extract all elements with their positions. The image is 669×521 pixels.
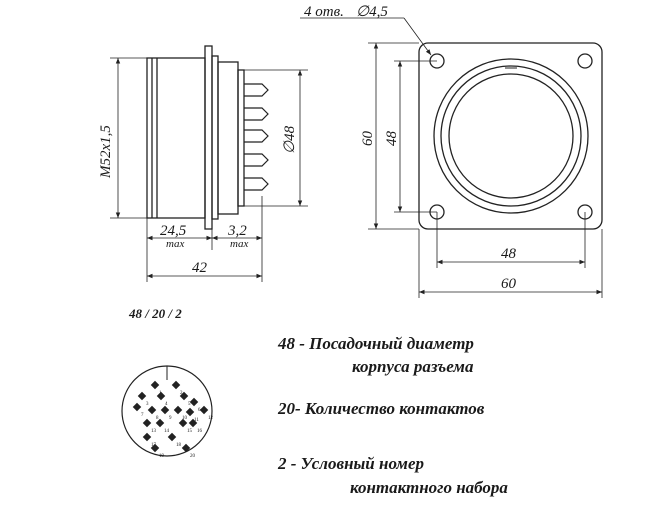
- holes-count-label: 4 отв.: [304, 4, 344, 20]
- legend-1-line2: корпуса разъема: [352, 357, 474, 376]
- legend-1-line1: Посадочный диаметр: [308, 334, 474, 353]
- contact-pin: [173, 405, 183, 415]
- contact-pin: [155, 418, 165, 428]
- contact-pin: [142, 432, 152, 442]
- contact-pin: [147, 405, 157, 415]
- contact-number: 11: [194, 418, 199, 423]
- outer-ring: [433, 58, 589, 214]
- legend-3-dash: -: [287, 454, 301, 473]
- contact-number: 12: [208, 416, 214, 421]
- width-60-label: 60: [501, 276, 517, 292]
- contact-pin: [185, 407, 195, 417]
- contact-number: 14: [164, 429, 170, 434]
- contact-number: 13: [151, 429, 157, 434]
- contact-number: 20: [190, 454, 196, 459]
- thread-label: М52х1,5: [98, 125, 114, 179]
- contact-pin: [199, 405, 209, 415]
- legend-1-dash: -: [295, 334, 309, 353]
- legend-3-number: 2: [277, 454, 287, 473]
- contact-pin: [171, 380, 181, 390]
- mounting-hole: [577, 53, 593, 69]
- contact-number: 19: [159, 454, 165, 459]
- front-view: [300, 17, 603, 298]
- contact-number: 16: [197, 429, 203, 434]
- height-60-label: 60: [360, 131, 376, 147]
- legend-1-number: 48: [277, 334, 296, 353]
- contact-number: 9: [169, 416, 172, 421]
- legend-3-line2: контактного набора: [350, 478, 508, 497]
- contact-pin: [181, 443, 191, 453]
- connector-body: [146, 57, 206, 219]
- contact-pin: [150, 443, 160, 453]
- hole-diameter-label: ∅4,5: [356, 4, 388, 20]
- contact-pin: [150, 380, 160, 390]
- contact-number: 3: [146, 402, 149, 407]
- contact-number: 7: [141, 413, 144, 418]
- contact-number: 2: [180, 391, 183, 396]
- side-view-labels: М52х1,5 ∅48 24,5 max 3,2 max 42: [98, 125, 298, 276]
- contact-pin: [142, 418, 152, 428]
- contact-number: 4: [165, 402, 168, 407]
- front-view-labels: 4 отв. ∅4,5 60 48 48 60: [304, 4, 517, 292]
- contact-pin: [179, 391, 189, 401]
- length-24-5-label: 24,5: [160, 223, 187, 239]
- contact-layout: 1234567891011121314151617181920: [121, 365, 214, 459]
- height-48-label: 48: [384, 131, 400, 147]
- svg-text:20- Количество контактов: 20- Количество контактов: [277, 399, 485, 418]
- length-42-label: 42: [192, 260, 208, 276]
- contact-pin: [189, 397, 199, 407]
- contact-number: 18: [176, 443, 182, 448]
- legend-2-number: 20: [277, 399, 296, 418]
- width-48-label: 48: [501, 246, 517, 262]
- contact-pin: [178, 418, 188, 428]
- flange: [204, 45, 213, 230]
- contact-pin: [132, 402, 142, 412]
- inner-ring: [448, 73, 574, 199]
- legend: 48 - Посадочный диаметр корпуса разъема …: [277, 334, 508, 497]
- contact-number: 10: [182, 416, 188, 421]
- legend-3-line1: Условный номер: [301, 454, 424, 473]
- contact-pin: [167, 432, 177, 442]
- connector-code: 48 / 20 / 2: [128, 306, 182, 321]
- max-label-1: max: [166, 238, 184, 250]
- diameter-48-label: ∅48: [282, 125, 298, 154]
- contact-number: 15: [187, 429, 193, 434]
- flange-plate: [418, 42, 603, 230]
- contact-pins: [244, 83, 269, 191]
- contact-number: 8: [156, 416, 159, 421]
- contact-pin: [160, 405, 170, 415]
- contact-number: 6: [198, 408, 201, 413]
- max-label-2: max: [230, 238, 248, 250]
- contact-pin: [137, 391, 147, 401]
- contact-pin: [188, 418, 198, 428]
- contact-number: 5: [188, 402, 191, 407]
- svg-text:48 - Посадочный диаметр: 48 - Посадочный диаметр: [277, 334, 474, 353]
- svg-text:2 - Условный номер: 2 - Условный номер: [277, 454, 424, 473]
- contact-pin: [156, 391, 166, 401]
- legend-2-dash: -: [295, 399, 305, 418]
- legend-2-line1: Количество контактов: [304, 399, 485, 418]
- length-3-2-label: 3,2: [227, 223, 247, 239]
- side-view: [110, 45, 308, 282]
